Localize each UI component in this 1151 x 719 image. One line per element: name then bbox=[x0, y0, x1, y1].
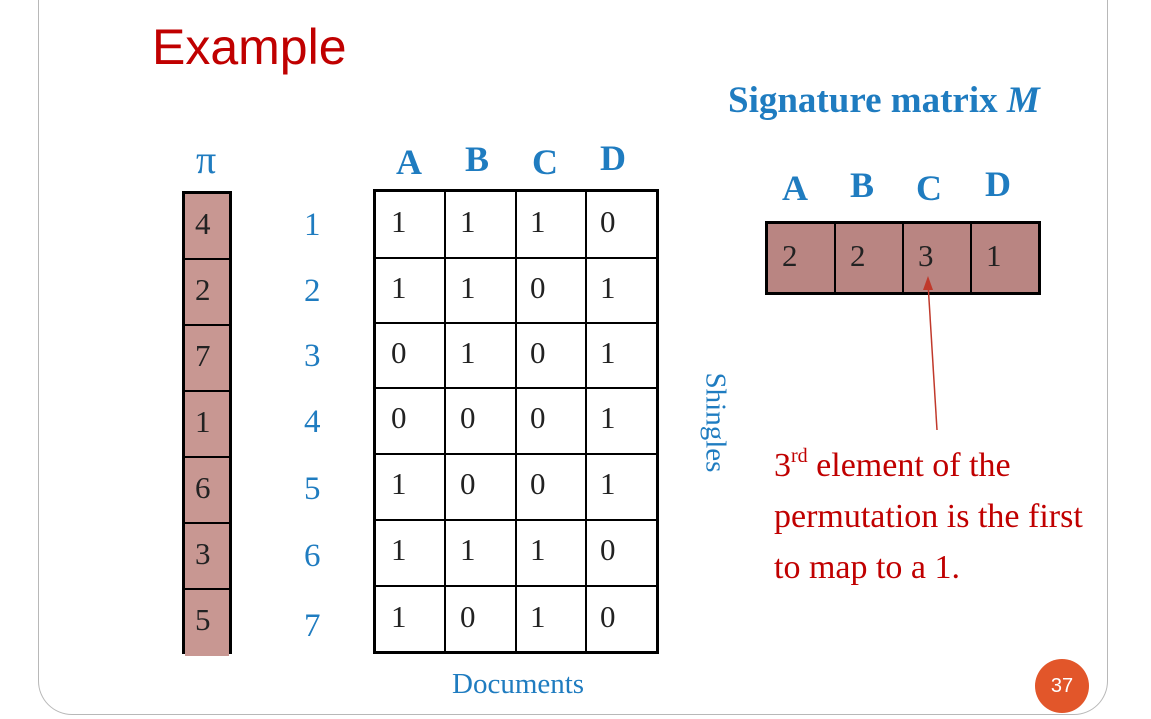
matrix-grid-line bbox=[376, 387, 656, 389]
matrix-cell: 0 bbox=[391, 400, 407, 435]
matrix-cell: 1 bbox=[391, 204, 407, 239]
permutation-cell: 4 bbox=[185, 194, 229, 260]
documents-label: Documents bbox=[452, 668, 585, 700]
matrix-cell: 0 bbox=[600, 532, 616, 567]
signature-matrix: 2 2 3 1 bbox=[765, 221, 1041, 295]
matrix-column-header: C bbox=[532, 142, 558, 182]
matrix-column-header: D bbox=[600, 138, 626, 178]
matrix-grid-line bbox=[585, 192, 587, 651]
matrix-cell: 1 bbox=[391, 532, 407, 567]
signature-cell: 2 bbox=[768, 224, 836, 292]
matrix-cell: 1 bbox=[600, 466, 616, 501]
permutation-value: 7 bbox=[195, 338, 211, 373]
signature-value: 3 bbox=[918, 238, 934, 273]
matrix-cell: 0 bbox=[530, 270, 546, 305]
matrix-grid-line bbox=[376, 257, 656, 259]
matrix-cell: 1 bbox=[460, 270, 476, 305]
matrix-cell: 1 bbox=[600, 335, 616, 370]
matrix-cell: 0 bbox=[530, 466, 546, 501]
matrix-grid-line bbox=[444, 192, 446, 651]
row-number: 1 bbox=[304, 207, 321, 243]
row-number: 4 bbox=[304, 404, 321, 440]
matrix-grid-line bbox=[376, 453, 656, 455]
slide-title: Example bbox=[152, 19, 347, 75]
matrix-cell: 1 bbox=[530, 204, 546, 239]
signature-matrix-title: Signature matrix M bbox=[728, 82, 1040, 119]
permutation-value: 3 bbox=[195, 536, 211, 571]
signature-value: 1 bbox=[986, 238, 1002, 273]
signature-value: 2 bbox=[782, 238, 798, 273]
matrix-cell: 1 bbox=[391, 599, 407, 634]
matrix-grid-line bbox=[376, 585, 656, 587]
matrix-cell: 1 bbox=[391, 270, 407, 305]
matrix-cell: 1 bbox=[530, 599, 546, 634]
matrix-cell: 1 bbox=[391, 466, 407, 501]
row-number: 3 bbox=[304, 338, 321, 374]
matrix-column-header: B bbox=[465, 139, 490, 179]
permutation-column: 4 2 7 1 6 3 5 bbox=[182, 191, 232, 656]
signature-column-header: D bbox=[985, 164, 1011, 204]
note-ordinal-suffix: rd bbox=[791, 445, 808, 467]
matrix-cell: 0 bbox=[391, 335, 407, 370]
signature-column-header: B bbox=[850, 165, 875, 205]
permutation-cell: 2 bbox=[185, 260, 229, 326]
permutation-value: 1 bbox=[195, 404, 211, 439]
matrix-cell: 0 bbox=[460, 599, 476, 634]
permutation-value: 5 bbox=[195, 602, 211, 637]
signature-title-prefix: Signature matrix bbox=[728, 80, 1007, 121]
page-number-badge: 37 bbox=[1035, 659, 1089, 713]
shingles-label: Shingles bbox=[699, 372, 732, 473]
matrix-column-header: A bbox=[396, 142, 422, 182]
signature-value: 2 bbox=[850, 238, 866, 273]
matrix-cell: 0 bbox=[530, 400, 546, 435]
matrix-cell: 1 bbox=[600, 400, 616, 435]
signature-title-variable: M bbox=[1006, 80, 1040, 121]
row-number: 6 bbox=[304, 538, 321, 574]
signature-cell: 1 bbox=[972, 224, 1038, 292]
permutation-cell: 1 bbox=[185, 392, 229, 458]
annotation-note: 3rd element of the permutation is the fi… bbox=[774, 440, 1094, 593]
matrix-grid-line bbox=[376, 322, 656, 324]
matrix-cell: 1 bbox=[530, 532, 546, 567]
matrix-grid-line bbox=[515, 192, 517, 651]
matrix-cell: 1 bbox=[600, 270, 616, 305]
slide-frame bbox=[38, 0, 1108, 715]
row-number: 2 bbox=[304, 273, 321, 309]
input-matrix: 1 1 1 0 1 1 0 1 0 1 0 1 0 0 0 1 1 0 0 1 1 1 1 0 1 0 1 0 bbox=[373, 189, 659, 654]
permutation-cell: 5 bbox=[185, 590, 229, 656]
matrix-cell: 1 bbox=[460, 532, 476, 567]
signature-cell: 3 bbox=[904, 224, 972, 292]
signature-column-header: A bbox=[782, 168, 808, 208]
permutation-value: 6 bbox=[195, 470, 211, 505]
matrix-cell: 1 bbox=[460, 204, 476, 239]
permutation-cell: 7 bbox=[185, 326, 229, 392]
note-text: element of the permutation is the first … bbox=[774, 447, 1083, 586]
note-ordinal-number: 3 bbox=[774, 447, 791, 484]
permutation-label: π bbox=[196, 137, 217, 182]
permutation-cell: 6 bbox=[185, 458, 229, 524]
signature-cell: 2 bbox=[836, 224, 904, 292]
matrix-cell: 1 bbox=[460, 335, 476, 370]
matrix-cell: 0 bbox=[600, 599, 616, 634]
permutation-cell: 3 bbox=[185, 524, 229, 590]
row-number: 7 bbox=[304, 608, 321, 644]
matrix-cell: 0 bbox=[460, 466, 476, 501]
permutation-value: 4 bbox=[195, 206, 211, 241]
matrix-cell: 0 bbox=[600, 204, 616, 239]
matrix-cell: 0 bbox=[460, 400, 476, 435]
matrix-grid-line bbox=[376, 519, 656, 521]
permutation-value: 2 bbox=[195, 272, 211, 307]
matrix-cell: 0 bbox=[530, 335, 546, 370]
signature-column-header: C bbox=[916, 168, 942, 208]
row-number: 5 bbox=[304, 471, 321, 507]
